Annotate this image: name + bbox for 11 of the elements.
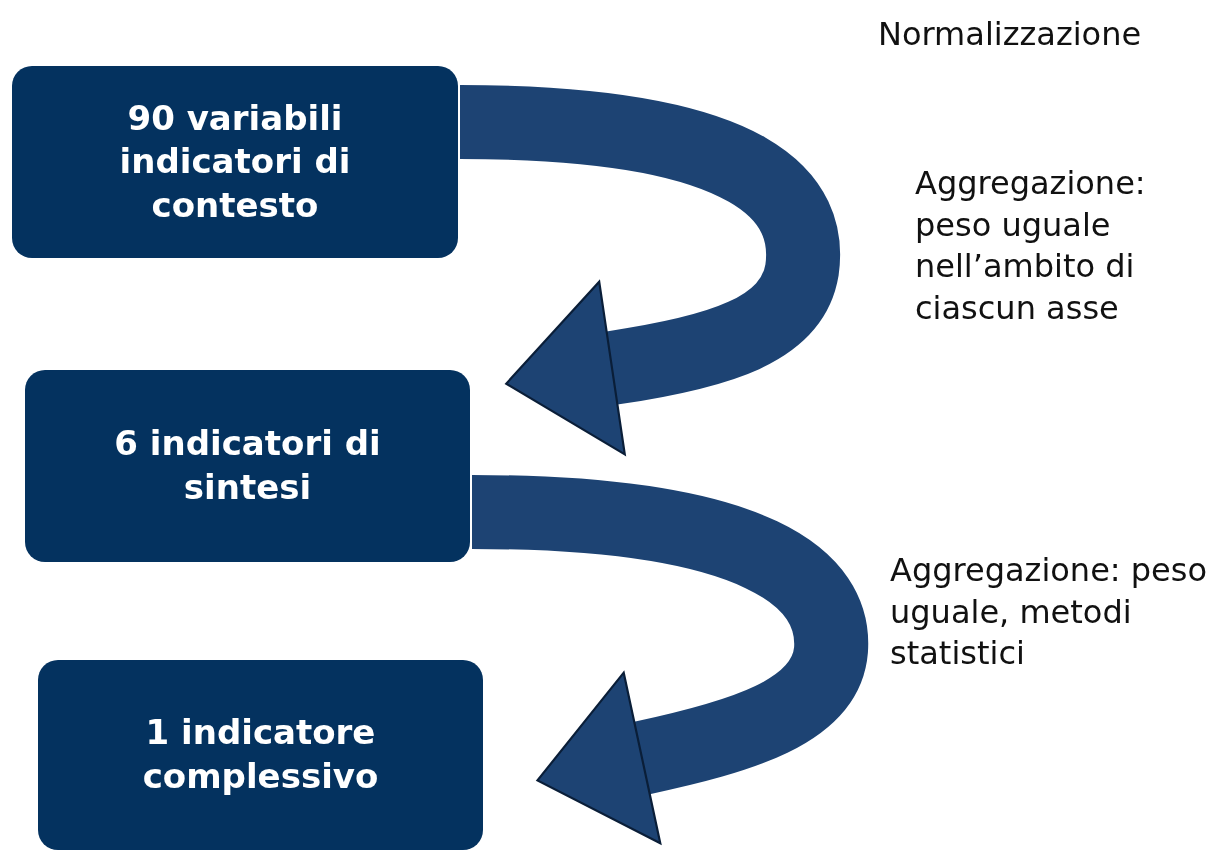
process-box xyxy=(25,370,470,562)
box-text: 6 indicatori di sintesi xyxy=(113,422,382,509)
curved-arrow xyxy=(459,85,840,456)
process-box xyxy=(12,66,458,258)
process-box xyxy=(38,660,483,850)
step-note: Normalizzazione xyxy=(878,14,1143,55)
step-note: Aggregazione: peso uguale, metodi statistici xyxy=(890,550,1208,675)
curved-arrow xyxy=(471,475,868,845)
box-text: 1 indicatore complessivo xyxy=(141,711,380,798)
step-note: Aggregazione: peso uguale nell’ambito di ciascun asse xyxy=(915,163,1147,329)
box-text: 90 variabili indicatori di contesto xyxy=(118,96,352,227)
